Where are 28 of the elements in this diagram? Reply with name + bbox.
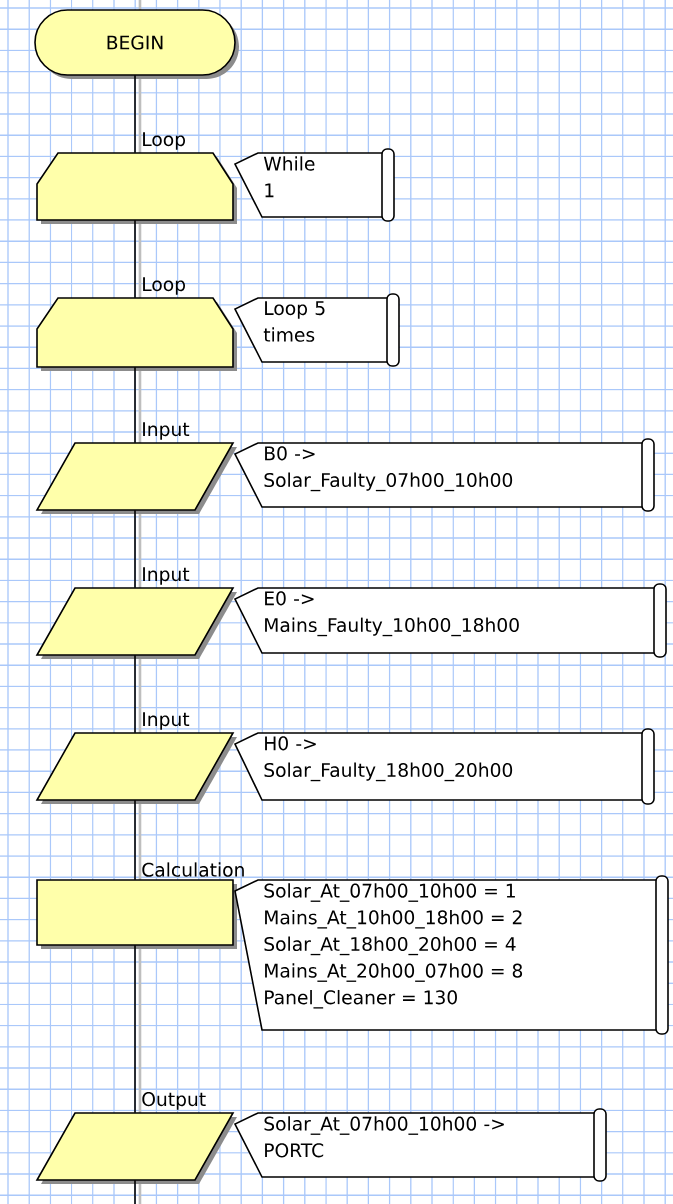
node-label: Mains_At_20h00_07h00 = 8 bbox=[265, 963, 523, 982]
connector-line bbox=[134, 366, 136, 444]
connector-line bbox=[134, 74, 136, 154]
comment-box: B0 -> Solar_Faulty_07h00_10h00 bbox=[233, 438, 655, 512]
node-label: Input bbox=[143, 712, 190, 730]
comment-box: E0 -> Mains_Faulty_10h00_18h00 bbox=[233, 583, 667, 658]
node-label: Output bbox=[142, 1092, 206, 1110]
node-label: Loop bbox=[143, 132, 186, 150]
connector-line bbox=[134, 1179, 136, 1204]
node-label: Calculation bbox=[142, 862, 244, 877]
node-label: E0 -> Mains_Faulty_10h00_18h00 bbox=[265, 591, 519, 637]
node-label: Solar_At_07h00_10h00 = 1 bbox=[264, 883, 515, 902]
node-label: Solar_At_18h00_20h00 = 4 bbox=[264, 936, 516, 956]
node-label: Panel_Cleaner = 130 bbox=[265, 989, 457, 1009]
connector-line bbox=[134, 219, 136, 299]
comment-box: H0 -> Solar_Faulty_18h00_20h00 bbox=[233, 728, 655, 805]
node-label: Input bbox=[143, 422, 190, 440]
node-label: Loop bbox=[143, 277, 186, 295]
comment-box: Solar_At_07h00_10h00 -> PORTC bbox=[233, 1108, 607, 1182]
terminal-box: BEGIN bbox=[34, 9, 239, 79]
comment-box: Loop 5 times bbox=[233, 293, 400, 367]
comment-box: While 1 bbox=[233, 148, 395, 222]
connector-line bbox=[134, 654, 136, 734]
node-label: Input bbox=[143, 567, 190, 585]
connector-line bbox=[134, 944, 136, 1114]
connector-line bbox=[134, 509, 136, 589]
connector-line bbox=[134, 799, 136, 881]
node-label: Mains_At_10h00_18h00 = 2 bbox=[265, 909, 522, 929]
